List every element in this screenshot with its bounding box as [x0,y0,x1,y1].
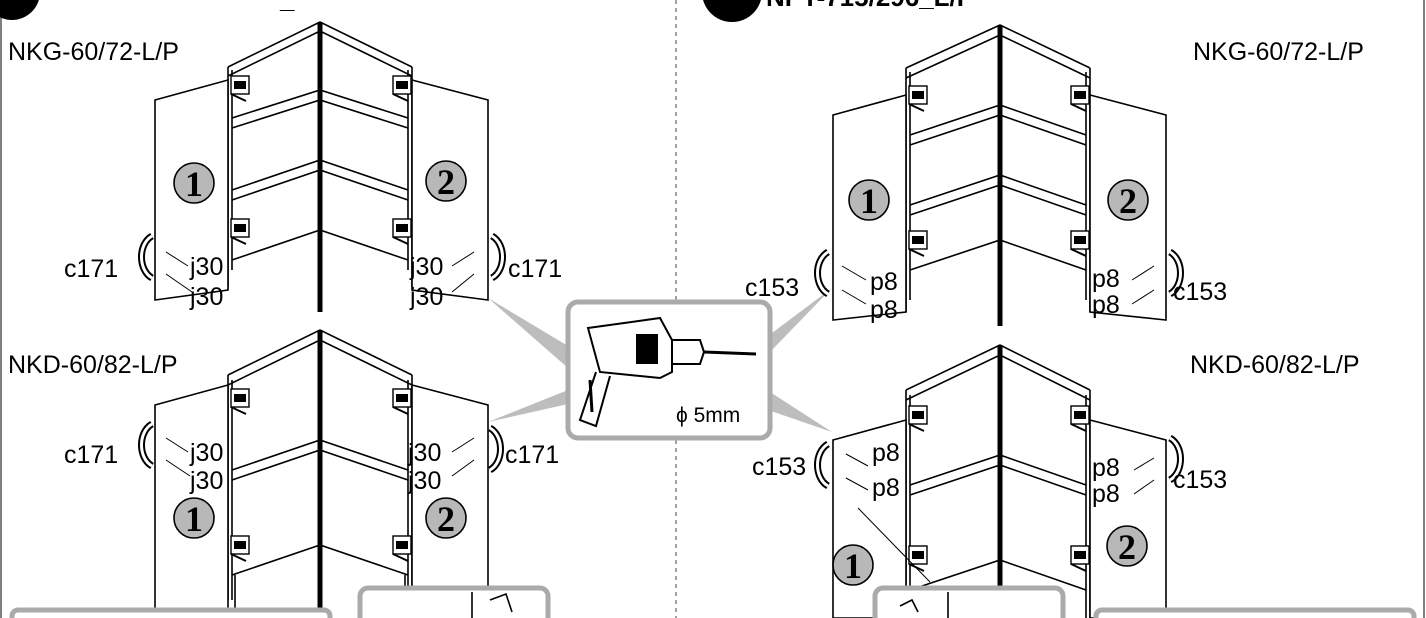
handle-icon [142,424,153,466]
model-label: NKG-60/72-L/P [1193,38,1364,66]
handle-icon [818,444,829,486]
hinge-icon [230,218,250,245]
callout-box [9,607,333,618]
step-title: _ [279,0,295,14]
hinge-icon [908,545,928,572]
door-number-badge [832,544,874,586]
door-number: 1 [185,499,203,539]
screw-part-label: j30 [189,253,223,281]
hinge-icon [908,405,928,432]
screwdriver-icon [471,592,513,618]
handle-part-label: c171 [505,441,559,469]
screw-part-label: j30 [407,439,441,467]
screw-part-label: j30 [407,467,441,495]
door-number-badge [173,162,215,204]
door-number: 2 [1118,527,1136,567]
step-number-badge [703,0,761,22]
callout-box [1093,607,1417,618]
door-number-badge [1107,179,1149,221]
bottom-cabinet: NKD-60/82-L/P 1 2 c153 p8 p8 p8 p8 c153 [752,344,1360,618]
callout-pointer [768,288,832,352]
handle-part-label: c153 [1173,278,1227,306]
handle-icon [490,428,501,470]
hinge-icon [230,535,250,562]
step-title: NPT-715/296_L/P [766,0,974,12]
callout-pointer [768,392,832,432]
screw-part-label: j30 [409,253,443,281]
door-number: 2 [437,162,455,202]
right-door [1089,418,1167,618]
screw-part-label: j30 [409,283,443,311]
handle-icon [142,236,153,278]
handle-part-label: c171 [64,255,118,283]
callout-pointer [488,298,578,368]
screw-part-label: p8 [1092,480,1120,508]
callout-box [357,585,551,618]
callout-pointer [488,390,568,422]
top-cabinet: NKG-60/72-L/P 1 2 [8,21,562,312]
screw-part-label: p8 [1092,454,1120,482]
door-number-badge [173,497,215,539]
handle-icon [818,252,829,294]
door-number: 2 [437,499,455,539]
screw-part-label: j30 [189,467,223,495]
screw-part-label: p8 [870,268,898,296]
bottom-cabinet: NKD-60/82-L/P 1 2 c171 j30 j30 j30 j30 c… [8,329,559,618]
model-label: NKD-60/82-L/P [1190,351,1360,379]
screw-part-label: p8 [872,474,900,502]
screw-part-label: p8 [870,296,898,324]
door-number: 1 [860,181,878,221]
drill-bit-size: ϕ 5mm [676,404,740,427]
handle-icon [492,236,503,278]
hinge-icon [908,85,928,112]
screw-part-label: p8 [1092,265,1120,293]
handle-part-label: c153 [745,274,799,302]
callout-box [872,585,1066,618]
door-number-badge [425,160,467,202]
right-section: NPT-715/296_L/P NKG-60/72-L/P 1 2 c153 p… [703,0,1417,618]
hinge-icon [230,75,250,102]
hinge-icon [230,388,250,415]
drill-callout: ϕ 5mm [488,288,832,441]
handle-part-label: c171 [508,255,562,283]
door-number-badge [1106,525,1148,567]
screw-part-label: p8 [872,439,900,467]
model-label: NKG-60/72-L/P [8,38,179,66]
door-number-badge [425,497,467,539]
door-number: 1 [844,546,862,586]
handle-part-label: c153 [1173,466,1227,494]
handle-part-label: c153 [752,453,806,481]
door-number: 1 [185,164,203,204]
top-cabinet: NKG-60/72-L/P 1 2 c153 p8 p8 p8 p8 c153 [745,24,1364,326]
door-number-badge [848,179,890,221]
screw-part-label: j30 [189,283,223,311]
left-section: _ NKG-60/72-L/P 1 2 [0,0,562,618]
handle-part-label: c171 [64,441,118,469]
drill-icon [578,316,757,428]
screw-part-label: j30 [189,439,223,467]
step-number-badge [0,0,39,20]
hinge-icon [908,230,928,257]
screwdriver-icon [899,592,949,618]
model-label: NKD-60/82-L/P [8,351,178,379]
screw-part-label: p8 [1092,291,1120,319]
door-number: 2 [1119,181,1137,221]
